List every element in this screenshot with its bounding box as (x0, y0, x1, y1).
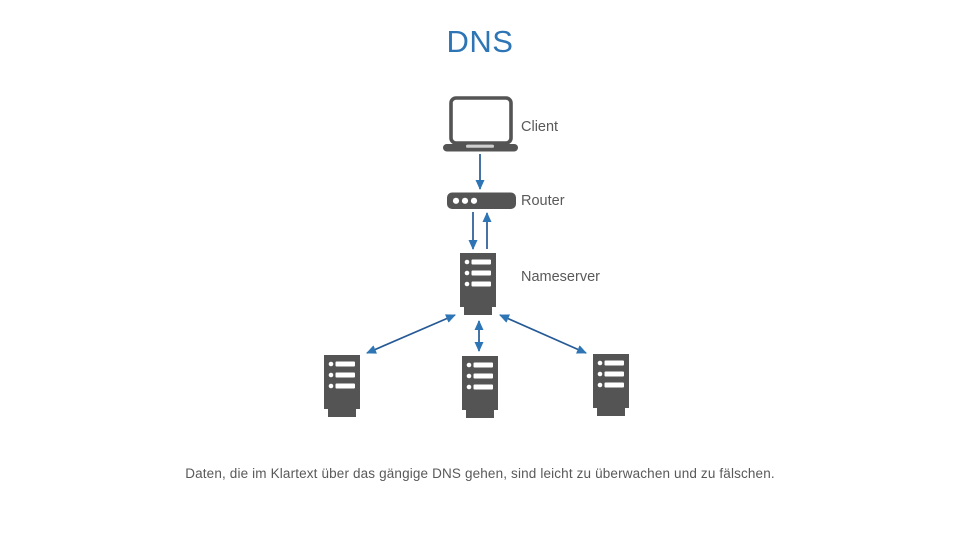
nameserver-icon (460, 253, 496, 315)
laptop-icon (443, 96, 518, 152)
nameserver-label: Nameserver (521, 269, 600, 285)
router-label: Router (521, 193, 565, 209)
router-icon (447, 192, 516, 209)
caption-text: Daten, die im Klartext über das gängige … (185, 466, 775, 481)
arrow-nameserver-to-server-right (499, 314, 587, 354)
dns-server-right-icon (593, 354, 629, 416)
page-title: DNS (446, 24, 514, 59)
client-label: Client (521, 119, 559, 135)
dns-server-left-icon (324, 355, 360, 417)
dns-server-middle-icon (462, 356, 498, 418)
arrow-nameserver-to-server-left (366, 314, 456, 354)
